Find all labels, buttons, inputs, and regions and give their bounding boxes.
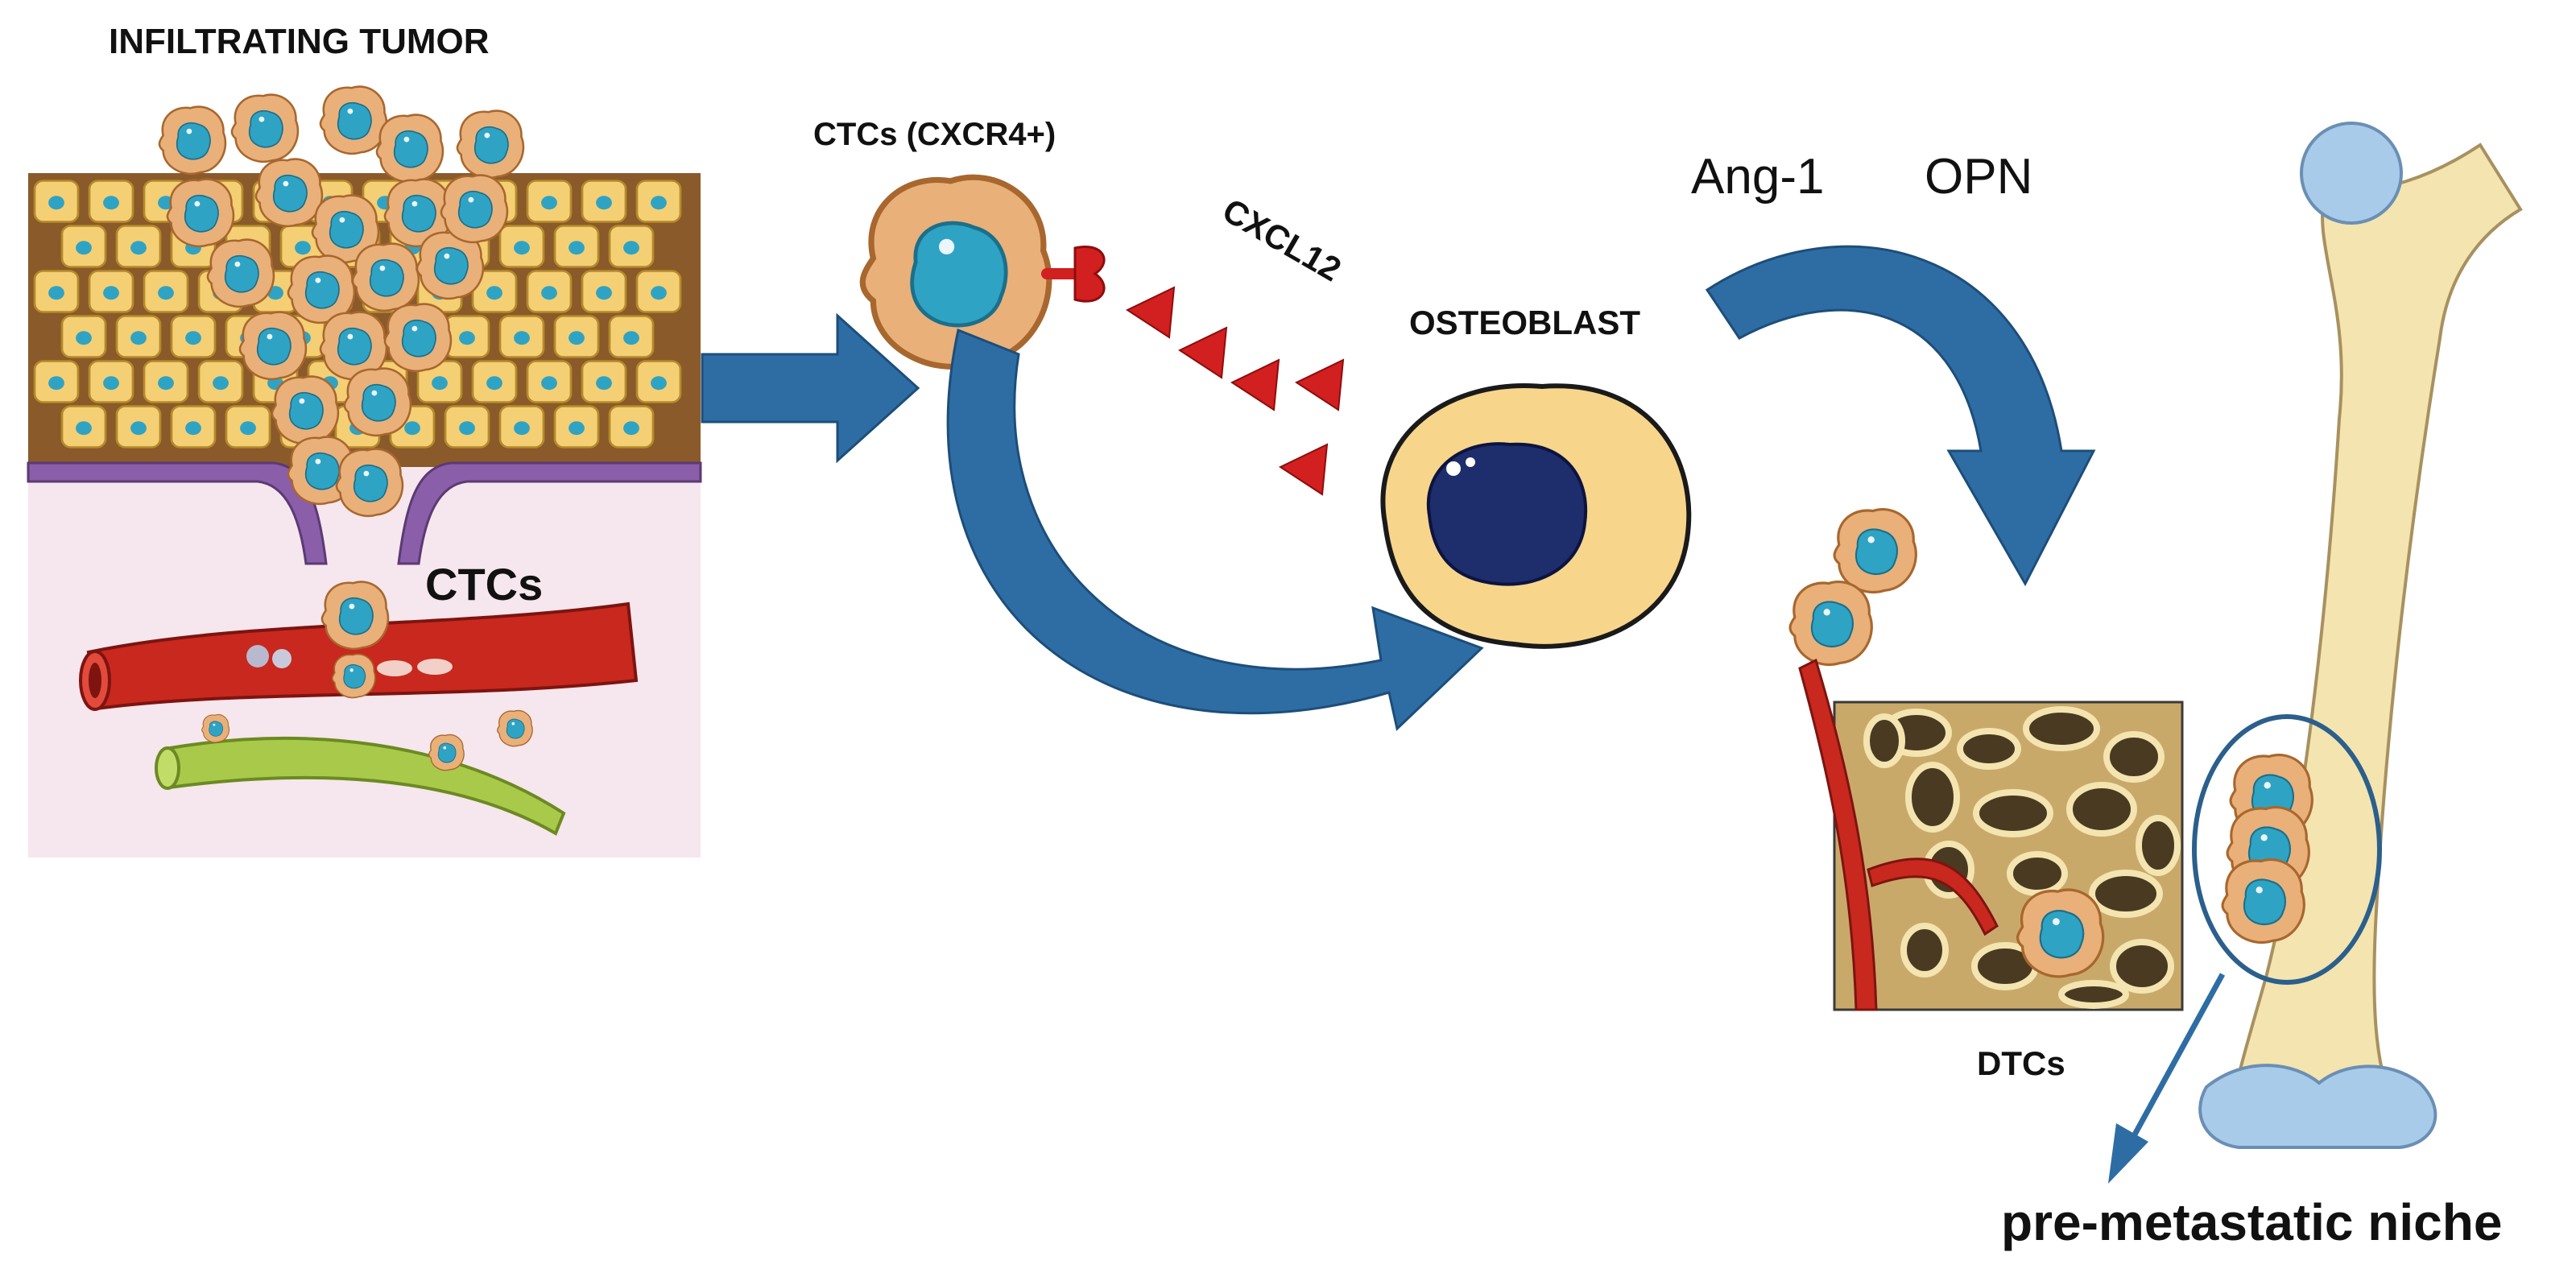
epithelial-cell — [33, 360, 80, 403]
ctcs-vessel-label: CTCs — [425, 559, 543, 610]
tumor-cell — [206, 238, 275, 308]
epithelial-cell — [608, 405, 655, 448]
tumor-cell — [375, 114, 444, 184]
epithelial-cell — [553, 405, 600, 448]
marrow-cavity — [1863, 713, 1905, 768]
epithelial-cell — [553, 315, 600, 358]
tumor-cell — [383, 303, 453, 373]
epithelial-cell — [143, 360, 189, 403]
marrow-cavity — [2023, 706, 2100, 751]
epithelial-cell — [526, 180, 573, 223]
epithelial-cell — [608, 225, 655, 268]
signaling-curved-arrow — [1705, 245, 2096, 587]
tumor-cell — [343, 367, 412, 437]
epithelial-cell — [197, 360, 244, 403]
marrow-cavity — [2110, 939, 2174, 994]
marrow-cavity — [1957, 728, 2021, 770]
marrow-cavity — [1973, 789, 2053, 837]
epithelial-cell — [526, 270, 573, 313]
epithelial-cell — [526, 360, 573, 403]
invasion-arrow — [701, 312, 920, 464]
epithelial-cell — [581, 180, 627, 223]
tumor-cell — [351, 242, 420, 312]
tumor-cell — [158, 105, 227, 176]
epithelial-cell — [635, 360, 682, 403]
tumor-cell — [238, 311, 308, 381]
epithelial-cell — [581, 270, 627, 313]
epithelial-cell — [88, 180, 134, 223]
ang1-label: Ang-1 — [1691, 149, 1824, 205]
epithelial-cell — [60, 225, 107, 268]
epithelial-cell — [170, 315, 217, 358]
epithelial-cell — [471, 360, 518, 403]
marrow-cavity — [2103, 731, 2165, 783]
cxcl12-label: CXCL12 — [1217, 191, 1348, 288]
marrow-cavity — [2066, 782, 2137, 837]
epithelial-cell — [33, 180, 80, 223]
tumor-cell — [230, 93, 300, 163]
epithelial-cell — [498, 315, 545, 358]
cxcr4-receptor-icon — [1041, 246, 1106, 303]
trabecular-bone-icon — [1798, 658, 2184, 1011]
marrow-cavity — [2058, 980, 2129, 1009]
epithelial-cell — [143, 270, 189, 313]
tumor-cell — [335, 448, 404, 518]
epithelial-cell — [115, 405, 162, 448]
chemokine-triangle-icon — [1127, 287, 1344, 495]
epithelial-cell — [444, 315, 490, 358]
marrow-cavity — [2136, 815, 2181, 876]
epithelial-cell — [635, 180, 682, 223]
epithelial-cell — [115, 225, 162, 268]
epithelial-cell — [115, 315, 162, 358]
tumor-cell — [456, 110, 525, 180]
tumor-cell — [319, 85, 388, 155]
pre-metastatic-niche-label: pre-metastatic niche — [2001, 1193, 2502, 1251]
marrow-cavity — [2007, 851, 2068, 896]
tumor-cell — [254, 158, 324, 228]
marrow-cavity — [2089, 870, 2163, 918]
tumor-cell — [271, 375, 340, 445]
epithelial-cell — [88, 270, 134, 313]
epithelial-cell — [88, 360, 134, 403]
epithelial-cell — [225, 405, 271, 448]
bone-marrow-pores — [1863, 706, 2181, 1009]
osteoblast-cell-icon — [1380, 383, 1692, 649]
epithelial-cell — [498, 225, 545, 268]
tumor-cell — [440, 174, 509, 244]
epithelial-cell — [553, 225, 600, 268]
epithelial-cell — [60, 405, 107, 448]
epithelial-cell — [581, 360, 627, 403]
dtcs-label: DTCs — [1977, 1044, 2065, 1082]
marrow-cavity — [1905, 762, 1960, 833]
opn-label: OPN — [1925, 149, 2032, 205]
epithelial-cell — [33, 270, 80, 313]
epithelial-cell — [498, 405, 545, 448]
epithelial-cell — [444, 405, 490, 448]
homing-curved-arrow — [946, 328, 1484, 731]
tumor-cell — [166, 178, 235, 248]
osteoblast-label: OSTEOBLAST — [1409, 304, 1640, 341]
epithelial-cell — [635, 270, 682, 313]
femur-bone-icon — [2192, 122, 2523, 1149]
epithelial-cell — [170, 405, 217, 448]
dtc-cells-migrating — [1788, 508, 1917, 667]
epithelial-cell — [608, 315, 655, 358]
ctcs-cxcr4-label: CTCs (CXCR4+) — [813, 117, 1056, 152]
marrow-cavity — [1900, 923, 1949, 977]
infiltrating-tumor-label: INFILTRATING TUMOR — [109, 22, 490, 61]
niche-pointer-arrow — [2108, 973, 2226, 1184]
lymph-vessel-icon — [155, 737, 566, 836]
epithelial-cell — [60, 315, 107, 358]
